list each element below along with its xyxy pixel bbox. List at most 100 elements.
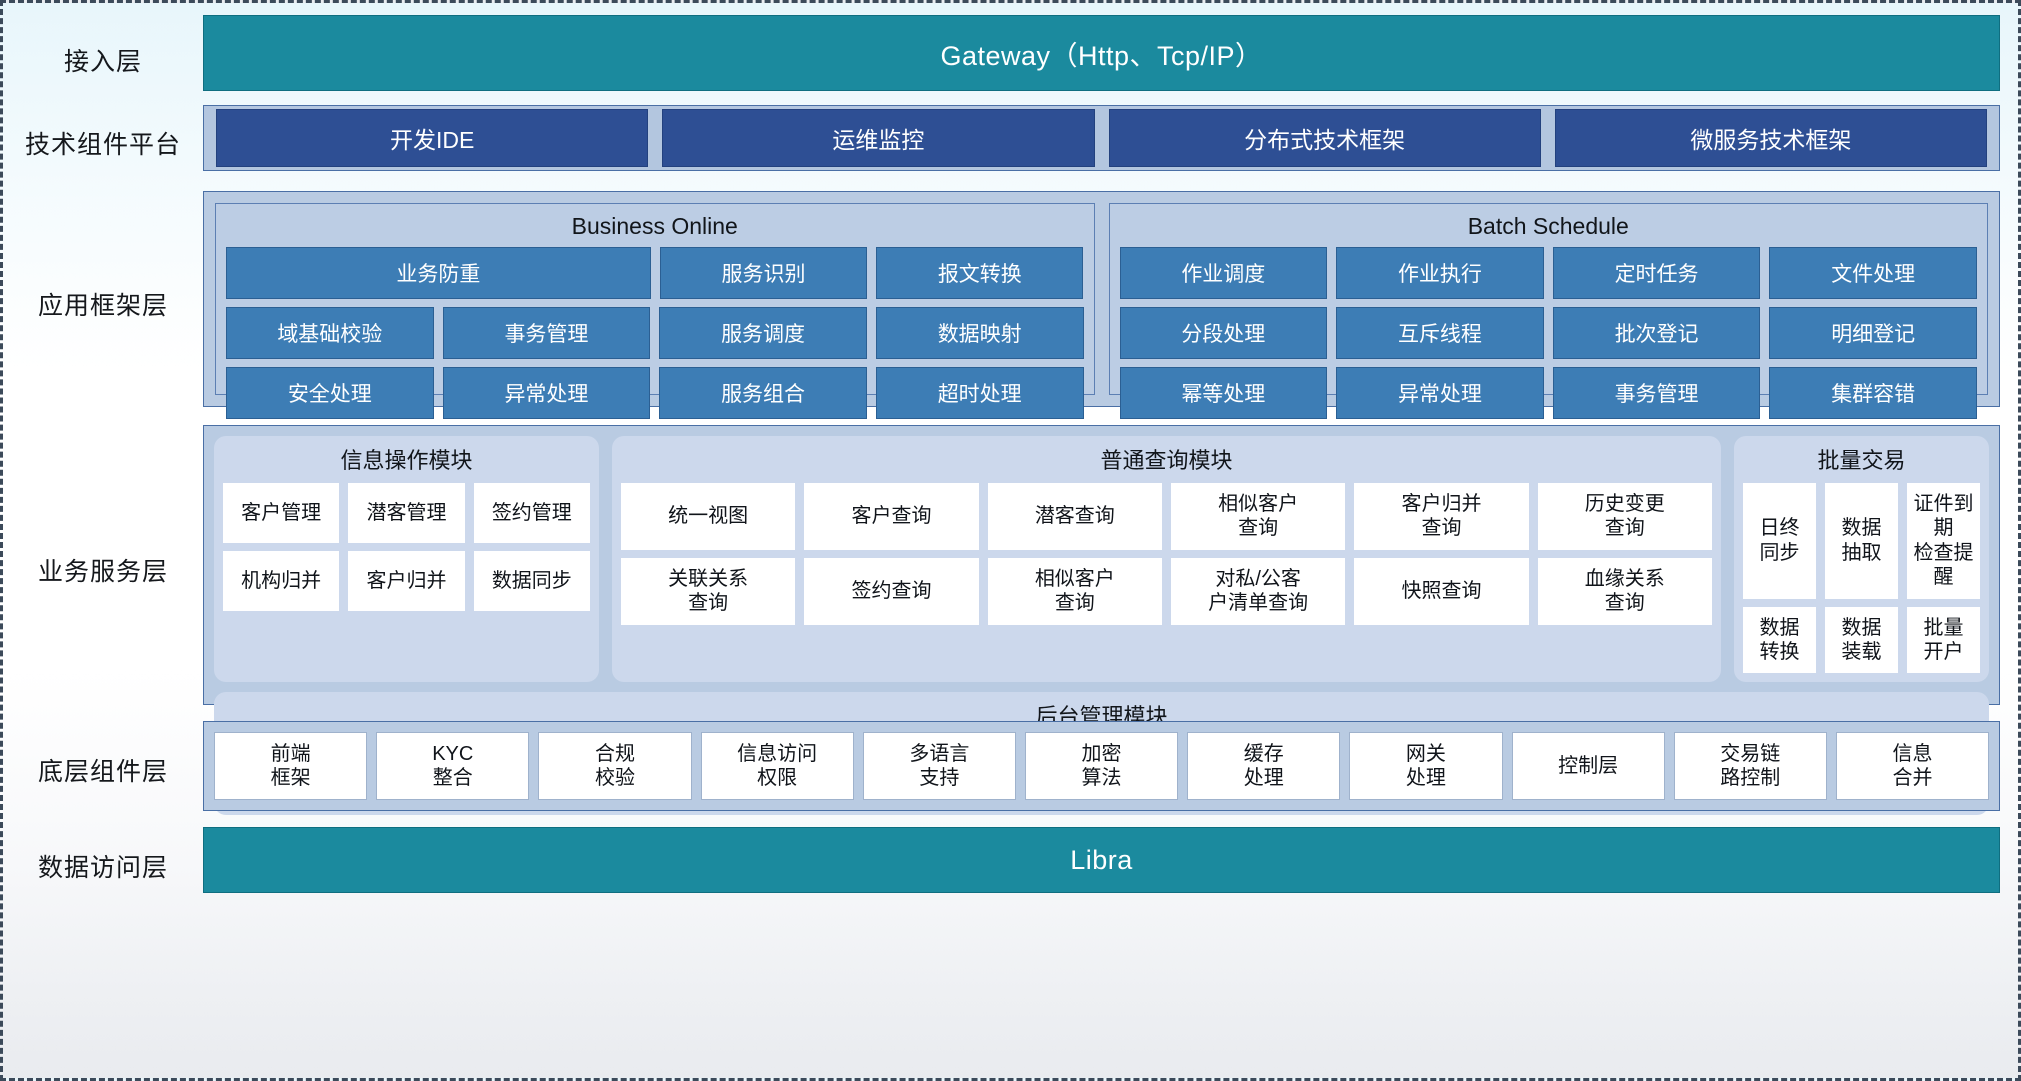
tech-chip-distributed-framework[interactable]: 分布式技术框架 [1108, 109, 1541, 167]
bs-cell-customer-mgmt[interactable]: 客户管理 [223, 483, 340, 543]
bc-cell-encryption-algorithm[interactable]: 加密 算法 [1024, 732, 1179, 800]
base-component-panel: 前端 框架 KYC 整合 合规 校验 信息访问 权限 多语言 支持 加密 算法 … [203, 721, 2000, 811]
app-group-batch-schedule: Batch Schedule 作业调度 作业执行 定时任务 文件处理 分段处理 … [1108, 203, 1988, 419]
af-cell-data-mapping[interactable]: 数据映射 [875, 307, 1084, 359]
af-cell-batch-exception-process[interactable]: 异常处理 [1336, 367, 1544, 419]
bs-row: 统一视图 客户查询 潜客查询 相似客户 查询 客户归并 查询 历史变更 查询 [621, 483, 1712, 550]
bs-cell-eod-sync[interactable]: 日终 同步 [1743, 483, 1816, 599]
af-cell-mutex-thread[interactable]: 互斥线程 [1336, 307, 1544, 359]
bs-cell-cert-expiry-reminder[interactable]: 证件到期 检查提醒 [1907, 483, 1980, 599]
app-row: 分段处理 互斥线程 批次登记 明细登记 [1119, 307, 1977, 359]
bs-cell-data-load[interactable]: 数据 装载 [1825, 606, 1898, 674]
layer-data-access: 数据访问层 Libra [3, 827, 2018, 905]
af-cell-business-dedup[interactable]: 业务防重 [226, 247, 651, 299]
af-cell-job-schedule[interactable]: 作业调度 [1119, 247, 1328, 299]
layer-label-business-service: 业务服务层 [37, 558, 168, 586]
bs-cell-similar-customer-query-1[interactable]: 相似客户 查询 [1170, 483, 1346, 550]
bs-cell-customer-merge[interactable]: 客户归并 [348, 551, 465, 611]
bc-cell-info-merge[interactable]: 信息 合并 [1835, 732, 1990, 800]
af-cell-segment-process[interactable]: 分段处理 [1119, 307, 1328, 359]
bc-cell-cache-processing[interactable]: 缓存 处理 [1187, 732, 1341, 800]
af-cell-service-schedule[interactable]: 服务调度 [659, 307, 867, 359]
app-row: 作业调度 作业执行 定时任务 文件处理 [1119, 247, 1977, 299]
bs-cell-data-sync[interactable]: 数据同步 [473, 551, 590, 611]
app-group-title-batch-schedule: Batch Schedule [1467, 213, 1629, 239]
libra-bar: Libra [203, 827, 2000, 893]
af-cell-exception-process[interactable]: 异常处理 [442, 367, 651, 419]
bs-cell-lineage-query[interactable]: 血缘关系 查询 [1537, 557, 1712, 625]
af-cell-service-compose[interactable]: 服务组合 [659, 367, 867, 419]
app-framework-panel: Business Online 业务防重 服务识别 报文转换 域基础校验 事务管… [203, 191, 2000, 419]
bs-cell-data-extract[interactable]: 数据 抽取 [1825, 483, 1898, 599]
layer-label-tech-platform: 技术组件平台 [24, 131, 181, 159]
bs-cell-snapshot-query[interactable]: 快照查询 [1354, 557, 1529, 625]
af-cell-service-identify[interactable]: 服务识别 [659, 247, 868, 299]
bs-cell-prospect-query[interactable]: 潜客查询 [987, 483, 1162, 550]
bs-module-general-query: 普通查询模块 统一视图 客户查询 潜客查询 相似客户 查询 客户归并 查询 历史… [612, 436, 1721, 683]
af-cell-detail-register[interactable]: 明细登记 [1769, 307, 1977, 359]
layer-app-framework: 应用框架层 Business Online 业务防重 服务识别 报文转换 域基础… [3, 191, 2018, 419]
bs-module-title-batch-transaction: 批量交易 [1817, 448, 1906, 473]
af-cell-timeout-process[interactable]: 超时处理 [875, 367, 1084, 419]
bs-row: 日终 同步 数据 抽取 证件到期 检查提醒 [1743, 483, 1980, 599]
bs-row: 机构归并 客户归并 数据同步 [223, 551, 590, 611]
af-cell-message-convert[interactable]: 报文转换 [876, 247, 1084, 299]
af-cell-domain-validate[interactable]: 域基础校验 [226, 307, 434, 359]
bs-cell-retail-corporate-list-query[interactable]: 对私/公客 户清单查询 [1170, 557, 1346, 625]
bc-cell-transaction-chain-control[interactable]: 交易链 路控制 [1673, 732, 1827, 800]
af-cell-batch-register[interactable]: 批次登记 [1552, 307, 1761, 359]
bs-row: 关联关系 查询 签约查询 相似客户 查询 对私/公客 户清单查询 快照查询 血缘… [621, 557, 1712, 625]
af-cell-cluster-fault-tolerance[interactable]: 集群容错 [1769, 367, 1977, 419]
bc-cell-multilanguage-support[interactable]: 多语言 支持 [862, 732, 1016, 800]
bs-module-info-operation: 信息操作模块 客户管理 潜客管理 签约管理 机构归并 客户归并 数据同步 [214, 436, 599, 683]
bs-cell-contract-mgmt[interactable]: 签约管理 [473, 483, 590, 543]
tech-chip-ops-monitor[interactable]: 运维监控 [662, 109, 1095, 167]
af-cell-transaction-mgmt[interactable]: 事务管理 [442, 307, 651, 359]
af-cell-idempotent-process[interactable]: 幂等处理 [1119, 367, 1328, 419]
bs-cell-batch-account-open[interactable]: 批量 开户 [1907, 606, 1980, 674]
bc-cell-gateway-processing[interactable]: 网关 处理 [1349, 732, 1503, 800]
bs-cell-relationship-query[interactable]: 关联关系 查询 [621, 557, 796, 625]
bs-row: 数据 转换 数据 装载 批量 开户 [1743, 606, 1980, 674]
bs-cell-contract-query[interactable]: 签约查询 [804, 557, 979, 625]
layer-business-service: 业务服务层 信息操作模块 客户管理 潜客管理 签约管理 [3, 425, 2018, 816]
layer-label-app-framework: 应用框架层 [37, 292, 168, 320]
bs-cell-unified-view[interactable]: 统一视图 [621, 483, 796, 550]
app-group-business-online: Business Online 业务防重 服务识别 报文转换 域基础校验 事务管… [215, 203, 1095, 419]
bs-cell-customer-query[interactable]: 客户查询 [804, 483, 979, 550]
bs-cell-history-change-query[interactable]: 历史变更 查询 [1537, 483, 1712, 550]
layer-tech-platform: 技术组件平台 开发IDE 运维监控 分布式技术框架 微服务技术框架 [3, 105, 2018, 181]
layer-label-access: 接入层 [63, 48, 142, 76]
bs-cell-org-merge[interactable]: 机构归并 [223, 551, 340, 611]
app-row: 业务防重 服务识别 报文转换 [226, 247, 1084, 299]
af-cell-timed-task[interactable]: 定时任务 [1552, 247, 1761, 299]
bc-cell-kyc-integration[interactable]: KYC 整合 [376, 732, 530, 800]
bc-cell-frontend-framework[interactable]: 前端 框架 [214, 732, 368, 800]
layer-base-component: 底层组件层 前端 框架 KYC 整合 合规 校验 信息访问 权限 多语言 支持 … [3, 721, 2018, 819]
layer-label-data-access: 数据访问层 [37, 854, 168, 882]
af-cell-file-process[interactable]: 文件处理 [1769, 247, 1977, 299]
af-cell-job-execute[interactable]: 作业执行 [1336, 247, 1544, 299]
tech-platform-strip: 开发IDE 运维监控 分布式技术框架 微服务技术框架 [203, 105, 2000, 171]
bs-cell-data-transform[interactable]: 数据 转换 [1743, 606, 1816, 674]
app-row: 幂等处理 异常处理 事务管理 集群容错 [1119, 367, 1977, 419]
bs-cell-prospect-mgmt[interactable]: 潜客管理 [348, 483, 465, 543]
bs-cell-customer-merge-query[interactable]: 客户归并 查询 [1354, 483, 1529, 550]
bs-module-title-info-operation: 信息操作模块 [340, 448, 473, 473]
bs-module-title-general-query: 普通查询模块 [1100, 448, 1233, 473]
tech-chip-ide[interactable]: 开发IDE [216, 109, 649, 167]
bs-cell-similar-customer-query-2[interactable]: 相似客户 查询 [987, 557, 1162, 625]
af-cell-security-process[interactable]: 安全处理 [226, 367, 434, 419]
app-row: 安全处理 异常处理 服务组合 超时处理 [226, 367, 1084, 419]
layer-access: 接入层 Gateway（Http、Tcp/IP） [3, 15, 2018, 105]
bs-module-batch-transaction: 批量交易 日终 同步 数据 抽取 证件到期 检查提醒 数据 转换 数据 装载 批… [1734, 436, 1989, 683]
app-group-title-business-online: Business Online [571, 213, 738, 239]
bc-cell-control-layer[interactable]: 控制层 [1511, 732, 1665, 800]
tech-chip-microservice-framework[interactable]: 微服务技术框架 [1554, 109, 1987, 167]
gateway-bar: Gateway（Http、Tcp/IP） [203, 15, 2000, 91]
bc-cell-info-access-permission[interactable]: 信息访问 权限 [700, 732, 854, 800]
bc-cell-compliance-check[interactable]: 合规 校验 [538, 732, 692, 800]
layer-label-base-component: 底层组件层 [37, 758, 168, 786]
af-cell-batch-transaction-mgmt[interactable]: 事务管理 [1552, 367, 1761, 419]
